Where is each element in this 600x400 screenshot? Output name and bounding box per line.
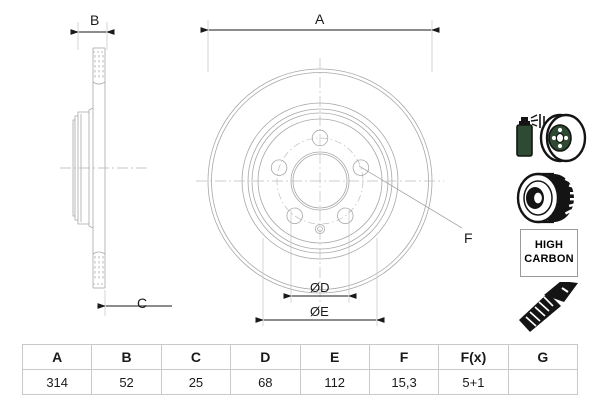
vented-disc-icon (516, 172, 577, 224)
dimension-OE (255, 238, 385, 326)
side-view-group (60, 47, 150, 289)
high-carbon-badge: HIGH CARBON (520, 229, 578, 277)
spray-can-icon (516, 114, 545, 157)
dimension-label-C: C (137, 295, 148, 311)
leader-line-F (358, 165, 463, 229)
dimension-OD (283, 210, 357, 303)
dimension-A (200, 20, 440, 72)
table-header-row: A B C D E F F(x) G (21, 344, 579, 370)
table-cell-fx: 5+1 (438, 369, 509, 395)
high-carbon-line1: HIGH (534, 239, 564, 252)
dimension-label-A: A (315, 11, 325, 27)
front-view-group (196, 58, 444, 306)
table-cell-a: 314 (21, 369, 93, 395)
vented-disc-badge (516, 172, 577, 224)
table-cell-c: 25 (160, 369, 232, 395)
table-header-a: A (21, 344, 93, 370)
table-cell-d: 68 (230, 369, 301, 395)
table-header-fx: F(x) (438, 344, 509, 370)
specification-table: A B C D E F F(x) G 314 52 25 68 112 15,3… (21, 344, 579, 395)
dimension-B (70, 22, 115, 50)
table-cell-f: 15,3 (368, 369, 440, 395)
dimension-label-F: F (464, 230, 473, 246)
mounting-screw-badge (519, 282, 578, 332)
high-carbon-line2: CARBON (524, 253, 574, 265)
table-header-d: D (230, 344, 301, 370)
table-cell-b: 52 (91, 369, 162, 395)
coated-disc-badge (516, 113, 587, 163)
table-header-f: F (368, 344, 440, 370)
table-header-e: E (299, 344, 370, 370)
table-header-g: G (507, 344, 579, 370)
table-row: 314 52 25 68 112 15,3 5+1 (21, 369, 579, 395)
dimension-label-B: B (90, 12, 100, 28)
table-header-b: B (91, 344, 162, 370)
table-header-c: C (160, 344, 232, 370)
countersunk-screw-icon (519, 282, 578, 332)
table-cell-e: 112 (299, 369, 370, 395)
disc-icon (539, 113, 587, 163)
dimension-label-OE: ØE (310, 304, 329, 319)
dimension-C (97, 290, 172, 316)
dimension-label-OD: ØD (310, 280, 330, 295)
table-cell-g (507, 369, 579, 395)
